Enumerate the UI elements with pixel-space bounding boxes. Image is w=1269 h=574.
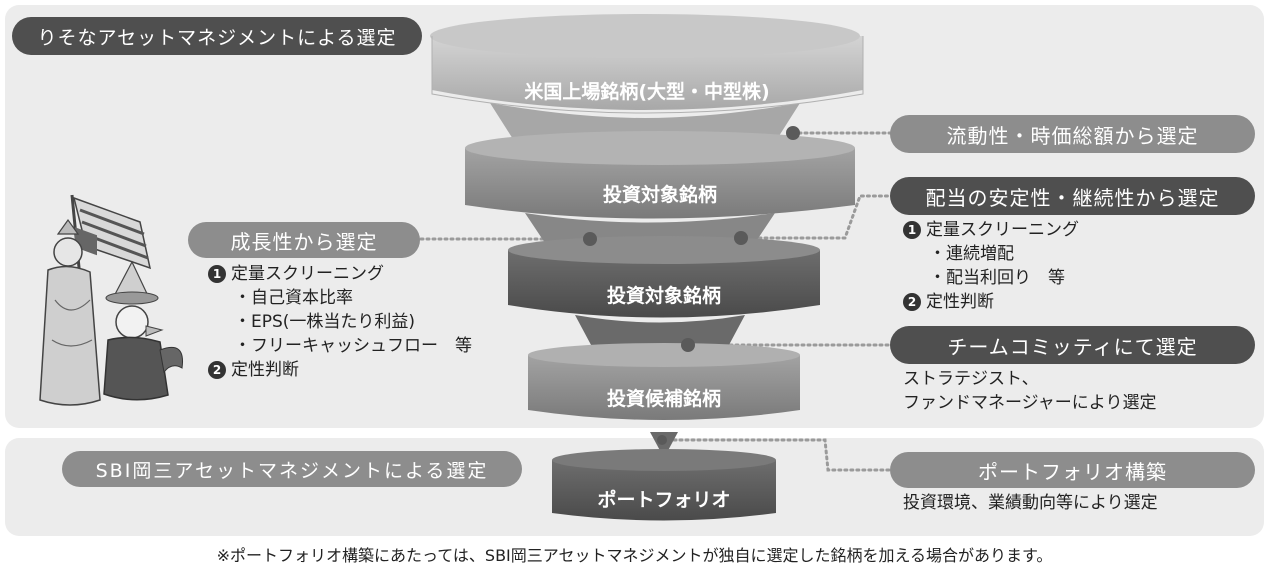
stage-4-label: 投資候補銘柄	[607, 387, 721, 410]
stage-3-label: 投資対象銘柄	[607, 284, 721, 307]
liquidity-pill: 流動性・時価総額から選定	[890, 115, 1255, 153]
mascot-illustration	[39, 194, 184, 406]
top-section-title: りそなアセットマネジメントによる選定	[12, 17, 422, 55]
list-item: 2 定性判断	[903, 290, 1079, 314]
criteria-item: ・自己資本比率	[234, 288, 353, 308]
qualitative-label: 定性判断	[926, 292, 994, 312]
committee-desc-line: ファンドマネージャーにより選定	[903, 393, 1157, 413]
number-1-icon: 1	[208, 265, 226, 283]
quant-screening-label: 定量スクリーニング	[926, 220, 1079, 240]
portfolio-description: 投資環境、業績動向等により選定	[903, 493, 1158, 513]
criteria-item: ・配当利回り 等	[929, 268, 1065, 288]
criteria-item: ・連続増配	[929, 244, 1014, 264]
list-item: 1 定量スクリーニング	[208, 262, 472, 286]
footnote: ※ポートフォリオ構築にあたっては、SBI岡三アセットマネジメントが独自に選定した…	[216, 546, 1053, 565]
criteria-item: ・EPS(一株当たり利益)	[234, 312, 416, 332]
list-item: ・配当利回り 等	[903, 266, 1079, 290]
connector-portfolio	[660, 438, 892, 472]
number-2-icon: 2	[903, 293, 921, 311]
committee-desc-line: ストラテジスト、	[903, 369, 1039, 389]
growth-pill: 成長性から選定	[188, 222, 420, 258]
dividend-criteria-list: 1 定量スクリーニング ・連続増配 ・配当利回り 等 2 定性判断	[903, 218, 1079, 314]
stage-5-label: ポートフォリオ	[597, 488, 730, 511]
funnel-stage-5	[552, 449, 776, 521]
list-item: ・フリーキャッシュフロー 等	[208, 334, 472, 358]
list-item: 2 定性判断	[208, 358, 472, 382]
committee-pill: チームコミッティにて選定	[890, 326, 1255, 364]
number-2-icon: 2	[208, 361, 226, 379]
list-item: 1 定量スクリーニング	[903, 218, 1079, 242]
dividend-pill: 配当の安定性・継続性から選定	[890, 177, 1255, 215]
list-item: ・連続増配	[903, 242, 1079, 266]
qualitative-label: 定性判断	[231, 360, 299, 380]
number-1-icon: 1	[903, 221, 921, 239]
quant-screening-label: 定量スクリーニング	[231, 264, 384, 284]
list-item: ・EPS(一株当たり利益)	[208, 310, 472, 334]
growth-criteria-list: 1 定量スクリーニング ・自己資本比率 ・EPS(一株当たり利益) ・フリーキャッ…	[208, 262, 472, 382]
eagle-icon	[103, 260, 184, 401]
connector-dividend	[739, 194, 892, 240]
stage-2-label: 投資対象銘柄	[603, 183, 717, 206]
bottom-section-title: SBI岡三アセットマネジメントによる選定	[62, 451, 522, 487]
stage-1-label: 米国上場銘柄(大型・中型株)	[524, 80, 769, 103]
funnel-stage-4	[528, 343, 800, 458]
statue-icon	[39, 218, 101, 406]
criteria-item: ・フリーキャッシュフロー 等	[234, 336, 472, 356]
list-item: ・自己資本比率	[208, 286, 472, 310]
committee-description: ストラテジスト、 ファンドマネージャーにより選定	[903, 367, 1156, 415]
portfolio-pill: ポートフォリオ構築	[890, 452, 1255, 488]
connector-dots	[583, 126, 800, 445]
